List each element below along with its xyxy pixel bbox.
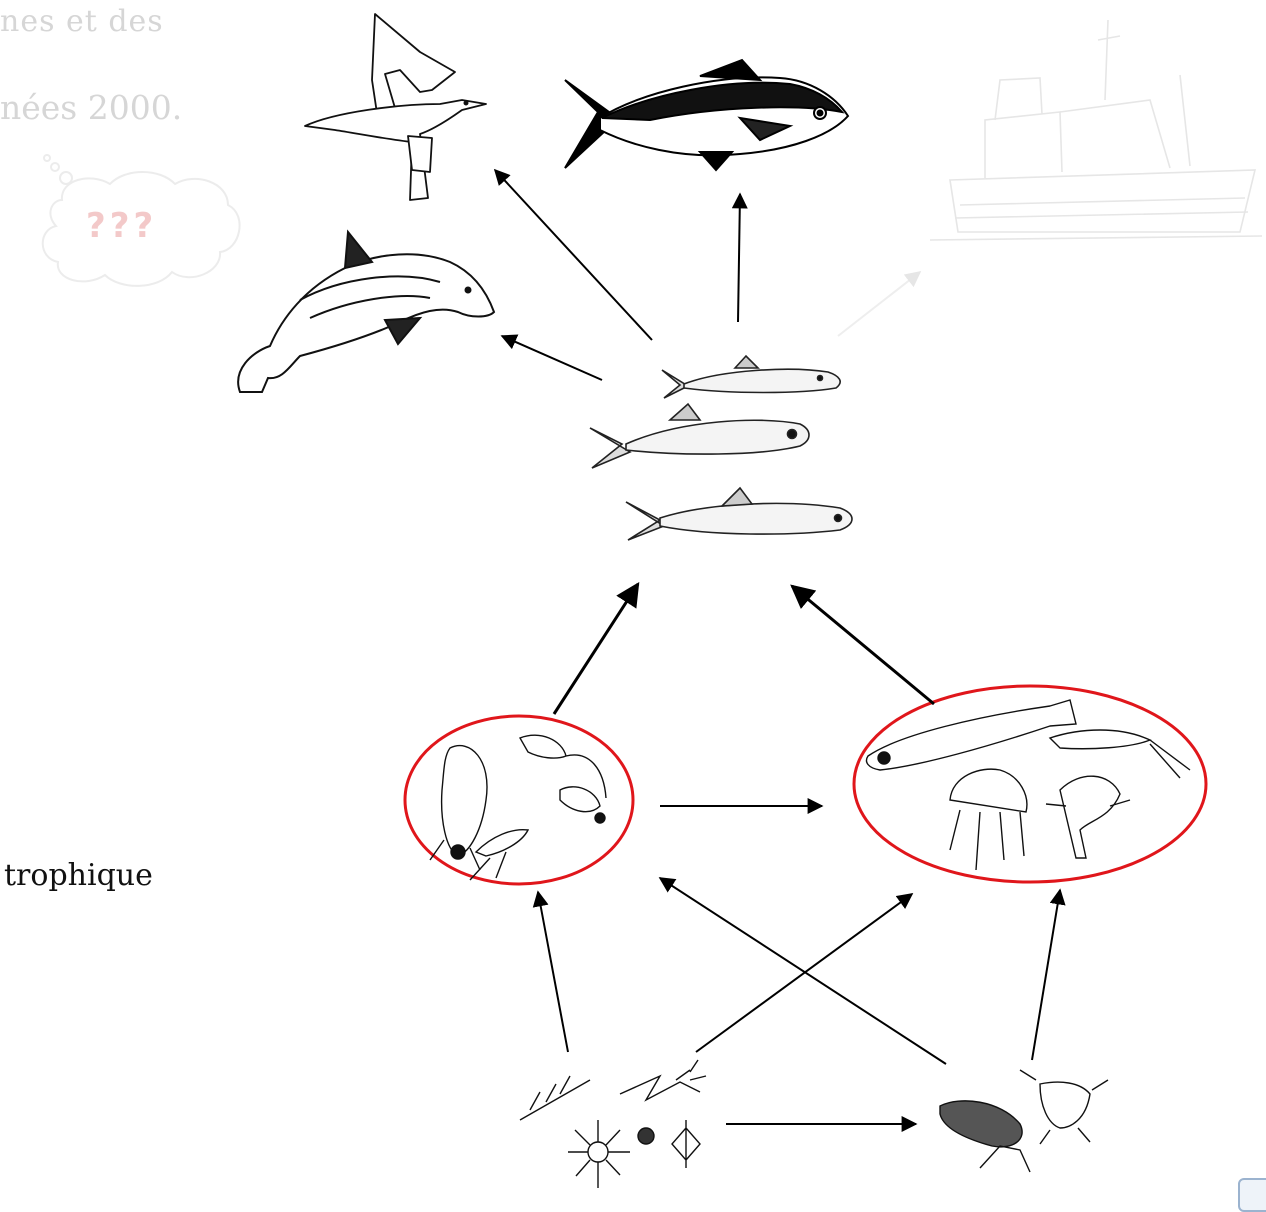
- arrow-fish-to-dolphin: [502, 336, 602, 380]
- zooplankton-right-group: [854, 686, 1206, 882]
- arrow-zoo-left-to-fish: [554, 584, 638, 714]
- dolphin-icon: [238, 232, 494, 392]
- highlight-ellipse-right: [854, 686, 1206, 882]
- arrow-micro-to-zoo-right: [1032, 890, 1060, 1060]
- larva-jellyfish-icon: [867, 700, 1191, 870]
- thought-bubble: [43, 155, 240, 286]
- bird-icon: [305, 14, 486, 200]
- anchovy-sardine-icon: [590, 356, 852, 540]
- arrow-phyto-to-zoo-left: [538, 892, 568, 1052]
- arrow-fish-to-boat: [838, 272, 920, 336]
- arrow-phyto-to-zoo-right: [696, 894, 912, 1052]
- zooplankton-left-group: [405, 716, 633, 884]
- ciliate-icon: [940, 1070, 1108, 1172]
- anchovy: [662, 356, 840, 398]
- highlight-ellipse-left: [405, 716, 633, 884]
- diatom-icon: [520, 1060, 706, 1188]
- arrow-fish-to-bird: [495, 170, 652, 340]
- herring: [626, 488, 852, 540]
- arrows: [495, 170, 1060, 1124]
- sardine: [590, 404, 809, 468]
- arrow-fish-to-tuna: [738, 194, 740, 322]
- boat-icon: [930, 20, 1262, 240]
- arrow-zoo-right-to-fish: [792, 586, 934, 704]
- tuna-icon: [565, 60, 848, 170]
- copepod-icon: [430, 735, 606, 880]
- arrow-micro-to-zoo-left: [660, 878, 946, 1064]
